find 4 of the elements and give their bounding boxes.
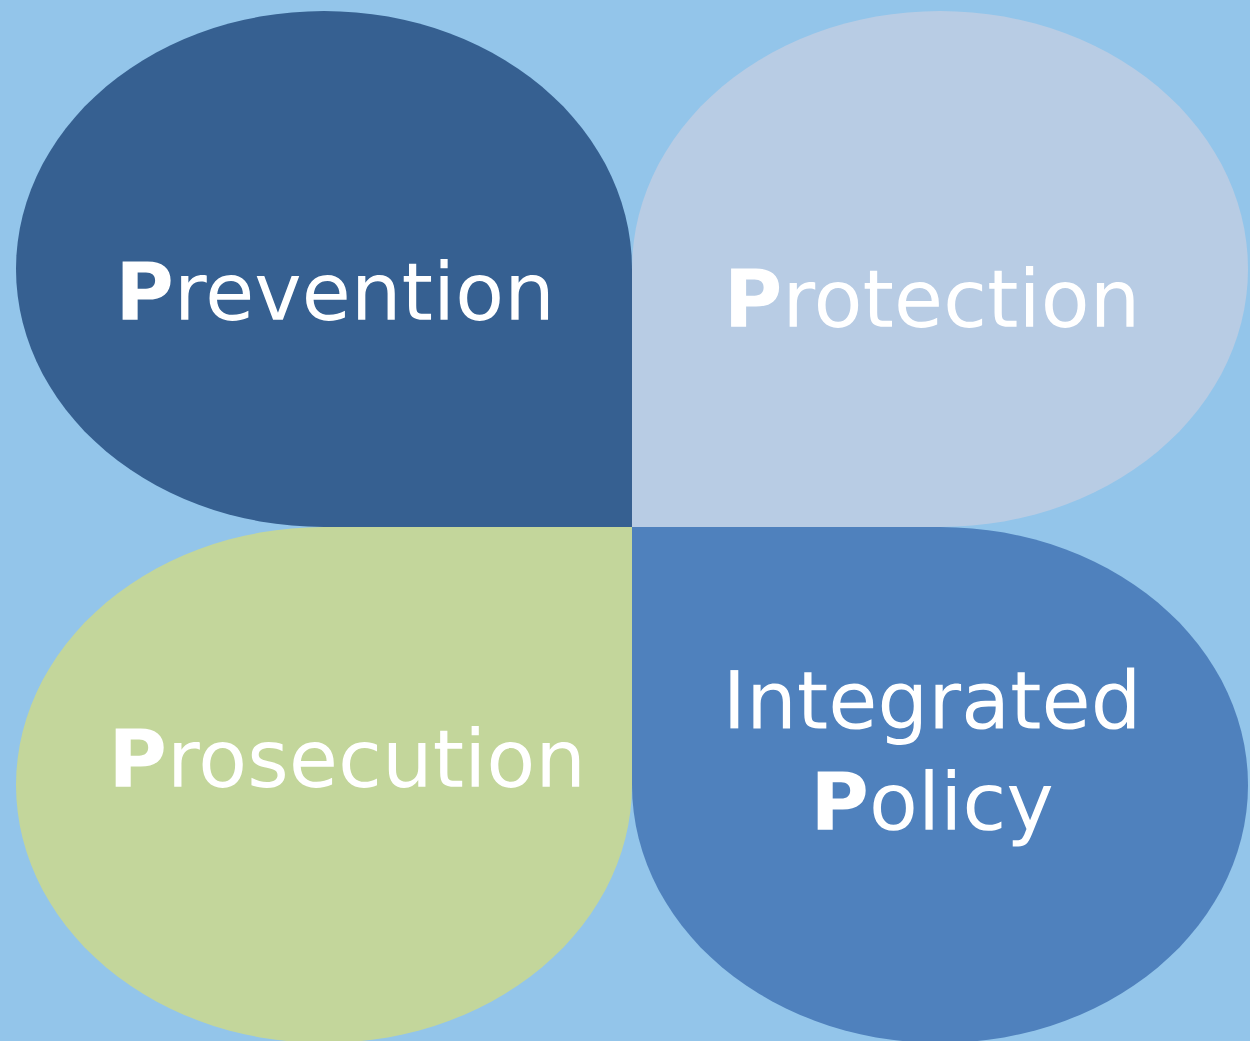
petal: Prevention <box>16 11 632 527</box>
petal: Protection <box>632 11 1248 527</box>
petal: Integrated Policy <box>632 527 1248 1041</box>
petal: Prosecution <box>16 527 632 1041</box>
